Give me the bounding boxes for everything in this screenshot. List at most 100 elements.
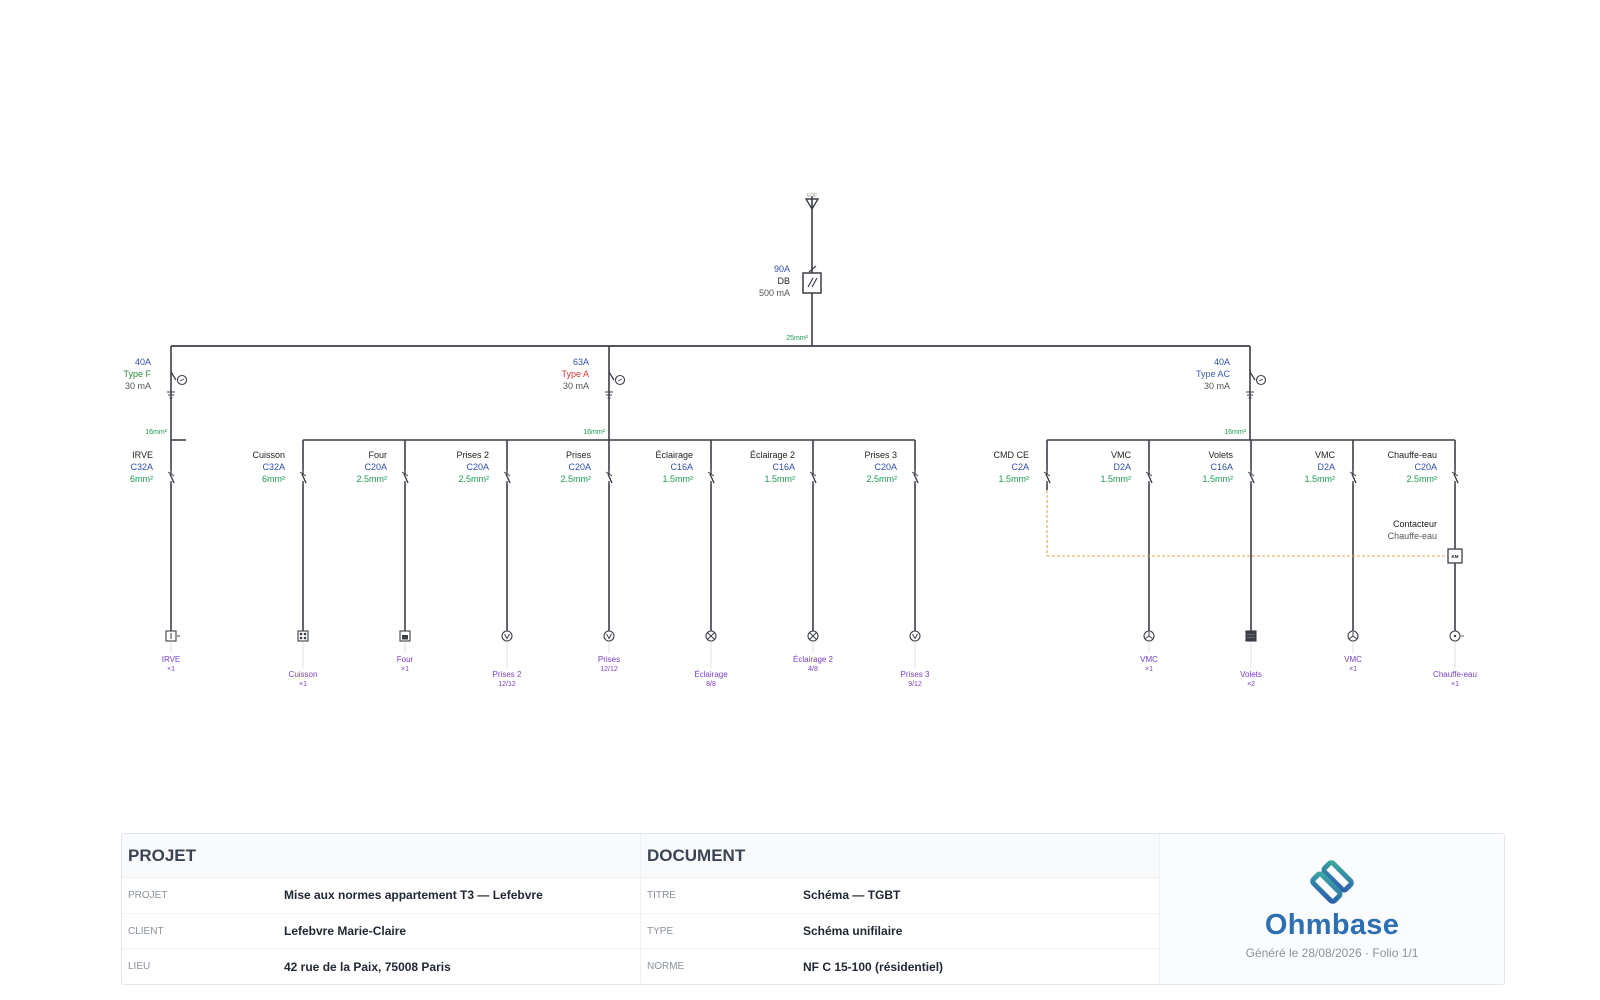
- load-name: Four: [397, 655, 414, 664]
- load-name: Cuisson: [289, 670, 318, 679]
- breaker-cross: [1247, 471, 1255, 477]
- doc-type-value: Schéma unifilaire: [803, 924, 903, 938]
- circuit-name: CMD CE: [994, 450, 1030, 460]
- fan-icon-blade: [1148, 635, 1153, 639]
- breaker-cross: [605, 471, 613, 477]
- circuit-section: 2.5mm²: [866, 474, 897, 484]
- project-value: Mise aux normes appartement T3 — Lefebvr…: [284, 888, 543, 903]
- generated-info: Généré le 28/08/2026 · Folio 1/1: [1245, 945, 1419, 960]
- main-breaker-symbol: [811, 277, 818, 288]
- circuit-name: Prises 2: [456, 450, 489, 460]
- circuit-breaker-rating: C2A: [1011, 462, 1029, 472]
- source-label: EDF: [807, 193, 817, 199]
- breaker-blade: [505, 473, 511, 484]
- main-breaker-box-icon: [802, 272, 822, 294]
- socket-icon-mark: [504, 633, 510, 640]
- breaker-blade: [1453, 473, 1459, 484]
- doc-title-value: Schéma — TGBT: [803, 888, 901, 903]
- contactor-subtitle: Chauffe-eau: [1388, 531, 1437, 541]
- breaker-cross: [401, 471, 409, 477]
- circuit-section: 1.5mm²: [1100, 474, 1131, 484]
- load-quantity: 4/8: [808, 666, 818, 673]
- document-heading: DOCUMENT: [641, 834, 1159, 878]
- breaker-blade: [1045, 473, 1051, 484]
- doc-norm-row: NORME NF C 15-100 (résidentiel): [641, 949, 1159, 984]
- circuit-name: Volets: [1208, 450, 1233, 460]
- load-quantity: 12/12: [498, 681, 516, 688]
- socket-icon: [603, 630, 615, 642]
- main-rating: 90A: [774, 264, 790, 274]
- breaker-blade: [301, 473, 307, 484]
- circuit-name: Éclairage 2: [750, 450, 795, 460]
- socket-icon-mark: [606, 633, 612, 640]
- doc-norm-key: NORME: [647, 961, 685, 973]
- client-key: CLIENT: [128, 925, 164, 937]
- load-name: Éclairage: [694, 670, 728, 679]
- client-value: Lefebvre Marie-Claire: [284, 924, 407, 938]
- circuit-breaker-rating: C20A: [1414, 462, 1437, 472]
- rcd-section: 16mm²: [145, 429, 167, 436]
- circuit-breaker-rating: C16A: [1210, 462, 1233, 472]
- rcd-switch-blade: [170, 371, 177, 381]
- circuit-name: VMC: [1111, 450, 1132, 460]
- breaker-cross: [1451, 471, 1459, 477]
- load-quantity: 12/12: [600, 666, 618, 673]
- brand-name: Ohmbase: [1264, 908, 1400, 941]
- rcd-differential-mark: [617, 378, 623, 382]
- main-sensitivity: 500 mA: [759, 288, 790, 298]
- circuit-breaker-rating: C20A: [874, 462, 897, 472]
- lamp-icon-cross: [707, 632, 715, 640]
- rcd-sensitivity: 30 mA: [125, 381, 151, 391]
- load-quantity: ×1: [299, 681, 307, 688]
- project-key: PROJET: [128, 889, 168, 901]
- circuit-section: 6mm²: [130, 474, 153, 484]
- breaker-cross: [299, 471, 307, 477]
- circuit-breaker-rating: C32A: [130, 462, 153, 472]
- circuit-section: 1.5mm²: [662, 474, 693, 484]
- shutter-icon: [1245, 630, 1257, 642]
- client-row: CLIENT Lefebvre Marie-Claire: [122, 914, 640, 950]
- load-name: IRVE: [162, 655, 181, 664]
- load-quantity: ×2: [1247, 681, 1255, 688]
- circuit-name: VMC: [1315, 450, 1336, 460]
- circuit-name: Chauffe-eau: [1388, 450, 1437, 460]
- circuit-breaker-rating: C16A: [772, 462, 795, 472]
- title-block: PROJET PROJET Mise aux normes appartemen…: [121, 833, 1505, 985]
- ohmbase-logo-icon: [1310, 859, 1354, 904]
- rcd-rating: 40A: [135, 357, 151, 367]
- main-bus-section: 25mm²: [786, 335, 808, 342]
- breaker-blade: [1351, 473, 1357, 484]
- rcd-section: 16mm²: [1224, 429, 1246, 436]
- circuit-section: 1.5mm²: [1202, 474, 1233, 484]
- breaker-cross: [809, 471, 817, 477]
- cooktop-icon-burner: [299, 636, 303, 640]
- circuit-breaker-rating: C16A: [670, 462, 693, 472]
- cooktop-icon-burner: [303, 632, 307, 636]
- circuit-name: Cuisson: [252, 450, 285, 460]
- breaker-cross: [707, 471, 715, 477]
- oven-icon-door: [402, 635, 408, 640]
- circuit-breaker-rating: C20A: [466, 462, 489, 472]
- circuit-breaker-rating: C32A: [262, 462, 285, 472]
- rcd-switch-blade: [608, 371, 615, 381]
- rcd-type: Type A: [561, 369, 589, 379]
- rcd-rating: 63A: [573, 357, 589, 367]
- doc-title-row: TITRE Schéma — TGBT: [641, 878, 1159, 914]
- load-quantity: ×1: [401, 666, 409, 673]
- location-value: 42 rue de la Paix, 75008 Paris: [284, 959, 451, 974]
- main-type: DB: [777, 276, 790, 286]
- location-key: LIEU: [128, 961, 151, 973]
